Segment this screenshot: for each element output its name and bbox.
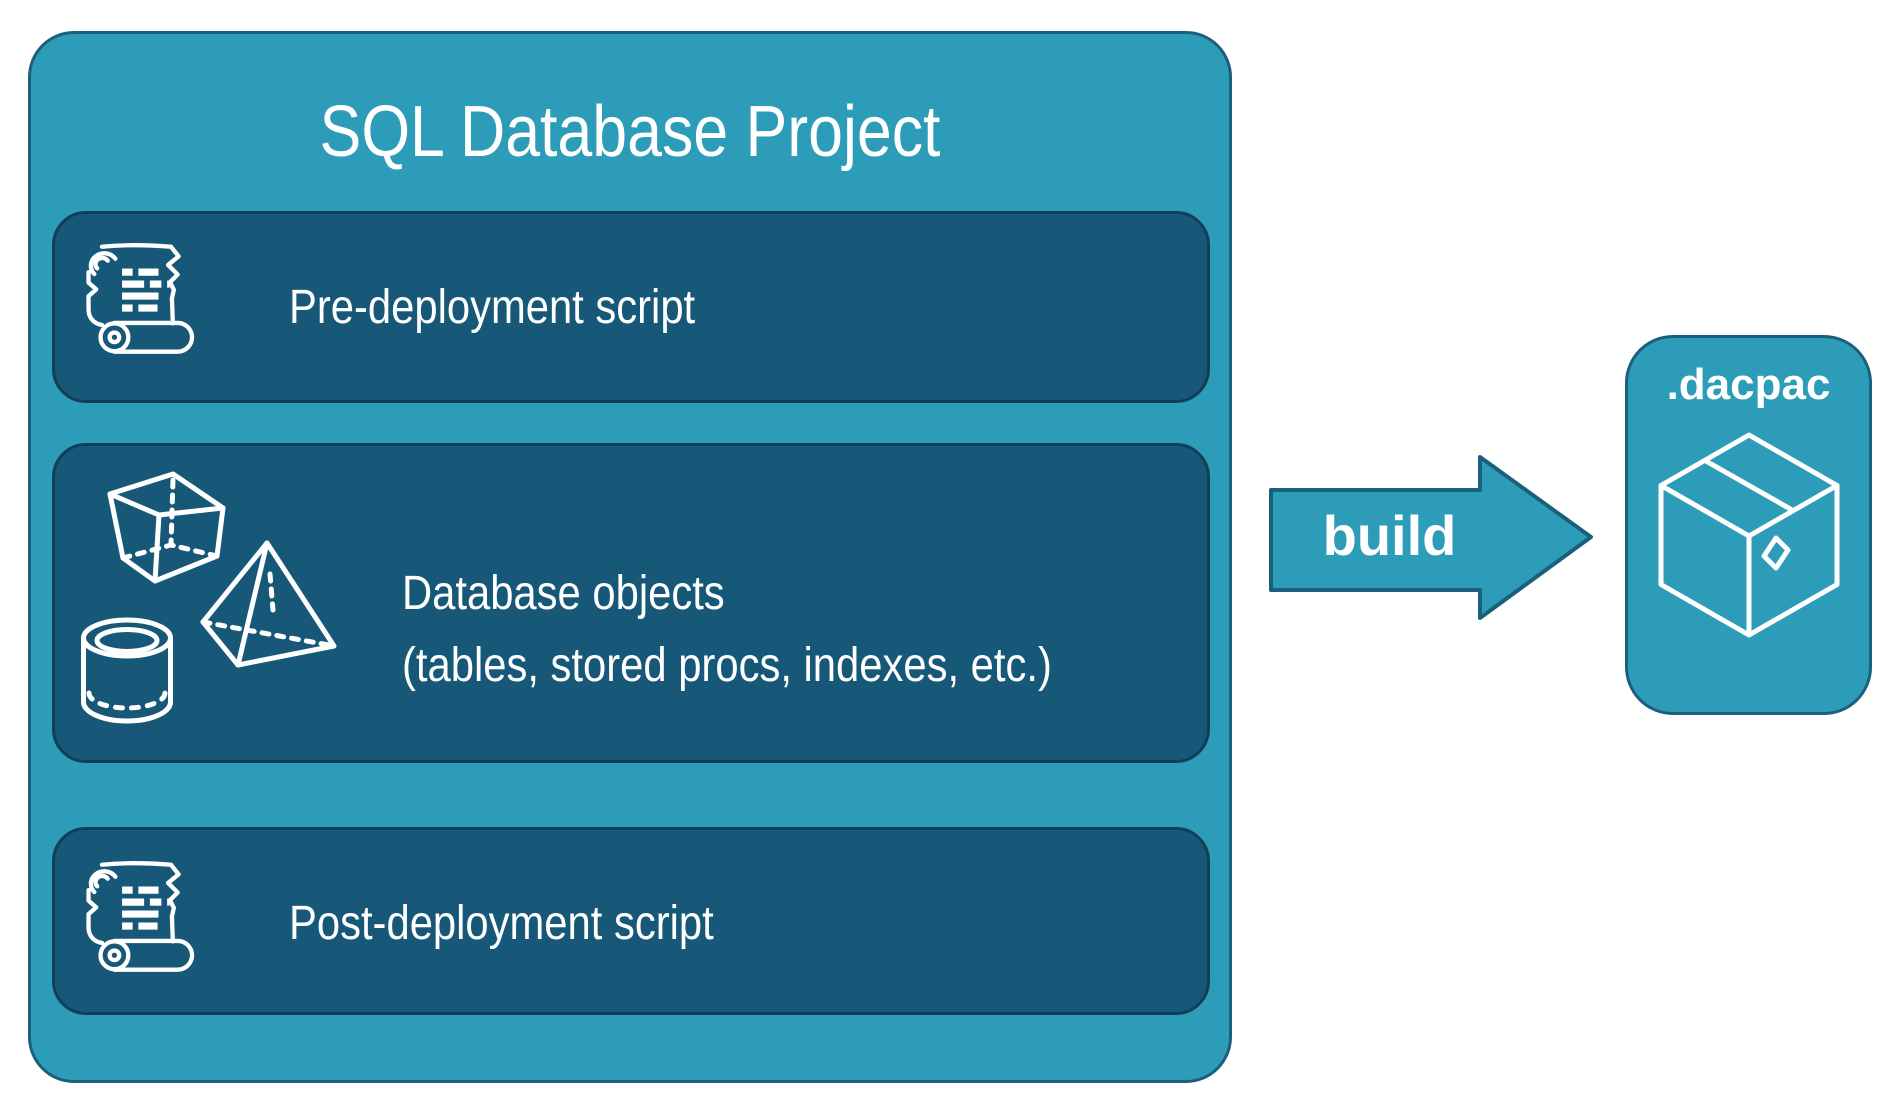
package-icon bbox=[1658, 432, 1840, 638]
pyramid-icon bbox=[200, 540, 337, 668]
build-label: build bbox=[1322, 504, 1457, 567]
cube-icon bbox=[107, 471, 226, 584]
database-objects-line1: Database objects bbox=[402, 567, 725, 620]
project-title: SQL Database Project bbox=[319, 92, 941, 172]
dacpac-label: .dacpac bbox=[1666, 360, 1831, 409]
cylinder-icon bbox=[81, 617, 173, 724]
section-pre-deployment-label: Pre-deployment script bbox=[289, 281, 696, 334]
right-arrow-icon bbox=[1269, 455, 1593, 620]
sql-database-project-container: SQL Database Project Pre-deployment bbox=[28, 31, 1232, 1083]
section-pre-deployment: Pre-deployment script bbox=[52, 211, 1210, 403]
section-database-objects-label: Database objects (tables, stored procs, … bbox=[402, 558, 1052, 702]
section-post-deployment-label: Post-deployment script bbox=[289, 897, 714, 950]
dacpac-artifact: .dacpac bbox=[1625, 335, 1872, 715]
database-objects-shapes bbox=[78, 470, 340, 727]
section-database-objects: Database objects (tables, stored procs, … bbox=[52, 443, 1210, 763]
scroll-icon bbox=[86, 243, 195, 354]
build-arrow: build bbox=[1269, 455, 1595, 620]
scroll-icon bbox=[86, 861, 195, 972]
database-objects-line2: (tables, stored procs, indexes, etc.) bbox=[402, 639, 1052, 692]
section-post-deployment: Post-deployment script bbox=[52, 827, 1210, 1015]
